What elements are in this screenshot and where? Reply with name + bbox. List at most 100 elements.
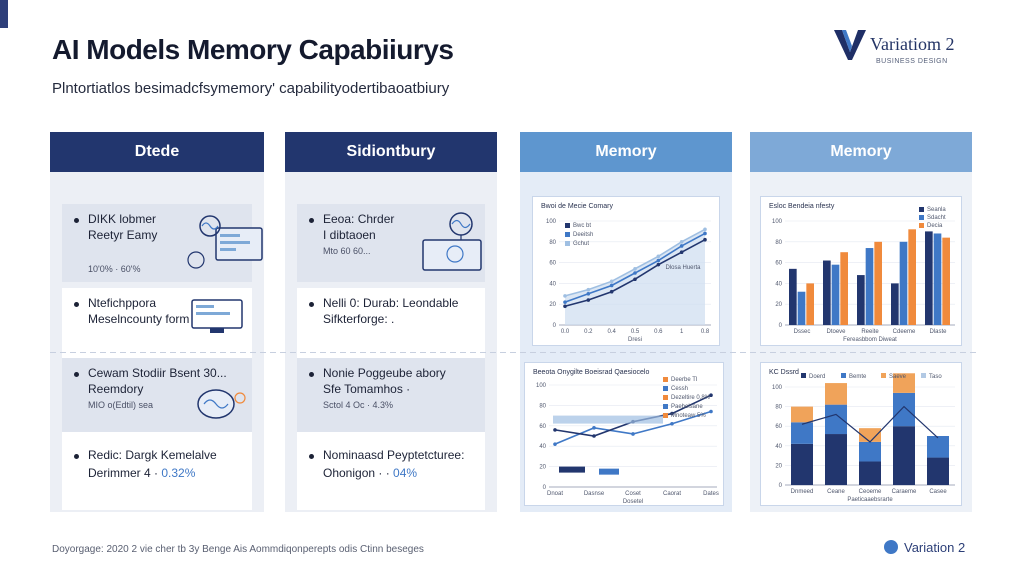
y-tick-label: 0 xyxy=(543,485,547,491)
bar xyxy=(806,283,814,325)
brain-monitor-icon xyxy=(187,215,263,269)
list-item[interactable]: Ntefichppora Meselncounty form xyxy=(62,288,252,366)
y-tick-label: 0 xyxy=(779,483,783,489)
list-item[interactable]: Cewam Stodiir Bsent 30... Reemdory MIO o… xyxy=(62,358,252,436)
brain-monitor-icon xyxy=(422,212,482,271)
stacked-bar-segment xyxy=(825,404,847,435)
legend-label: Dezeltire 0.8% xyxy=(671,395,711,401)
bar xyxy=(874,241,882,325)
list-item[interactable]: Nonie Poggeube abory Sfe Tomamhos · Scto… xyxy=(297,358,485,436)
legend-swatch xyxy=(881,373,886,378)
brand-dot-icon xyxy=(884,540,898,554)
bar xyxy=(933,233,942,325)
data-point xyxy=(709,409,713,414)
chart-annotation: Dlosa Huerta xyxy=(665,265,701,271)
x-tick-label: 0.4 xyxy=(607,329,616,335)
list-item[interactable]: Nelli 0: Durab: Leondable Sifkterforge: … xyxy=(297,288,485,366)
legend-label: Paehelsane xyxy=(671,404,703,410)
bar xyxy=(789,268,797,325)
list-item[interactable]: Eeoa: Chrder I dibtaoen Mto 60 60... xyxy=(297,204,485,282)
x-tick-label: Dates xyxy=(703,491,719,497)
x-tick-label: Caorat xyxy=(663,491,681,497)
legend-label: Taso xyxy=(929,374,942,380)
bullet-icon xyxy=(74,454,79,459)
stacked-bar-segment xyxy=(825,434,847,485)
item-subtitle: Sfe Tomamhos · xyxy=(323,382,411,396)
legend-label: Gchut xyxy=(573,241,589,247)
x-tick-label: Dnoat xyxy=(547,491,563,497)
column-1-header: Dtede xyxy=(50,132,264,172)
list-item[interactable]: Nominaasd Peyptetcturee: Ohonigon · · 04… xyxy=(297,432,485,510)
column-4-header: Memory xyxy=(750,132,972,172)
bar xyxy=(942,237,950,325)
stacked-bar-segment xyxy=(859,441,881,462)
bullet-icon xyxy=(309,454,314,459)
data-point xyxy=(709,393,713,397)
y-tick-label: 80 xyxy=(775,405,782,411)
data-point xyxy=(609,289,614,294)
summary-bar xyxy=(599,468,619,475)
list-item[interactable]: DIKK lobmer Reetyr Eamy 10'0% · 60'% xyxy=(62,204,263,282)
corner-accent xyxy=(0,0,8,28)
legend-label: Deeitsh xyxy=(573,232,593,238)
column-2: Sidiontbury Eeoa: Chrder I dibtaoen Mto … xyxy=(285,132,497,512)
x-tick-label: Dssec xyxy=(794,329,811,335)
list-item[interactable]: Redic: Dargk Kemelalve Derimmer 4 · 0.32… xyxy=(62,432,252,510)
bullet-icon xyxy=(74,302,79,307)
bar xyxy=(823,260,831,325)
y-tick-label: 20 xyxy=(775,463,782,469)
bullet-icon xyxy=(309,302,314,307)
bar xyxy=(925,231,933,325)
x-tick-label: Cdeeme xyxy=(893,329,916,335)
legend-swatch xyxy=(565,223,570,228)
y-tick-label: 40 xyxy=(549,281,556,287)
item-detail: Mto 60 60... xyxy=(323,246,371,256)
stacked-bar-segment xyxy=(859,461,881,485)
legend-label: Decia xyxy=(927,223,943,229)
stacked-bar-segment xyxy=(927,457,949,485)
data-point xyxy=(703,231,707,236)
y-tick-label: 0 xyxy=(553,323,557,329)
bullet-icon xyxy=(309,218,314,223)
data-point xyxy=(563,304,567,309)
item-subtitle: Reemdory xyxy=(88,382,144,396)
x-tick-label: Reeite xyxy=(861,329,879,335)
item-subtitle: Derimmer 4 · 0.32% xyxy=(88,466,195,480)
legend-swatch xyxy=(663,413,668,418)
column-2-header: Sidiontbury xyxy=(285,132,497,172)
x-axis-label: Paeticaaebsrarte xyxy=(847,497,893,503)
x-tick-label: Dnmeed xyxy=(791,489,814,495)
item-title: Eeoa: Chrder xyxy=(323,212,395,226)
bar xyxy=(797,291,806,325)
y-tick-label: 60 xyxy=(549,261,556,267)
y-tick-label: 80 xyxy=(549,240,556,246)
data-point xyxy=(586,292,591,296)
data-point xyxy=(633,271,637,275)
highlight-band xyxy=(553,415,663,424)
data-point xyxy=(633,277,637,282)
footer-brand[interactable]: Variation 2 xyxy=(884,540,965,555)
trend-line xyxy=(801,405,939,443)
brand-logo-block[interactable]: Variatiom 2 BUSINESS DESIGN xyxy=(832,26,1002,70)
legend-swatch xyxy=(663,404,668,409)
item-subtitle: Reetyr Eamy xyxy=(88,228,158,242)
x-tick-label: 0.0 xyxy=(561,329,570,335)
stacked-bar-segment xyxy=(791,406,813,423)
item-title: Nelli 0: Durab: Leondable xyxy=(323,296,459,310)
y-tick-label: 20 xyxy=(549,302,556,308)
data-point xyxy=(656,254,661,259)
bar xyxy=(840,252,848,325)
data-point xyxy=(631,432,635,436)
brain-icon xyxy=(197,389,246,419)
legend-label: Doerd xyxy=(809,374,825,380)
item-subtitle-text: Ohonigon · · xyxy=(323,466,390,480)
brand-tagline: BUSINESS DESIGN xyxy=(876,58,948,65)
item-subtitle: Meselncounty form xyxy=(88,312,190,326)
legend-swatch xyxy=(841,373,846,378)
item-percent: 04% xyxy=(393,466,418,480)
item-title: Ntefichppora xyxy=(88,296,157,310)
